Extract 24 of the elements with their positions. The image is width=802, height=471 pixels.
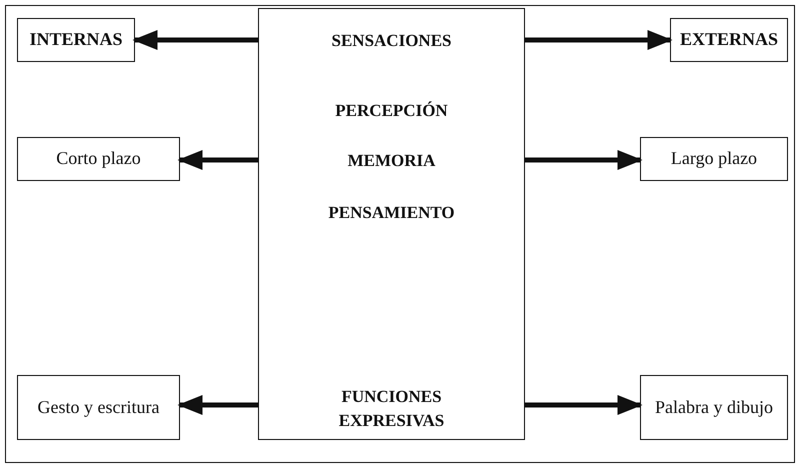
concept-label: PERCEPCIÓN	[334, 100, 449, 122]
box-label: INTERNAS	[28, 28, 124, 52]
concept-box	[17, 375, 180, 440]
arrow	[178, 395, 258, 415]
arrow	[525, 395, 642, 415]
box-label: Corto plazo	[55, 147, 142, 170]
box-label: Palabra y dibujo	[654, 396, 774, 419]
central-box	[258, 8, 525, 440]
concept-label: FUNCIONES EXPRESIVAS	[338, 386, 446, 432]
arrow	[178, 150, 258, 170]
arrow	[525, 150, 642, 170]
concept-label: MEMORIA	[346, 150, 436, 172]
concept-label: PENSAMIENTO	[327, 202, 456, 224]
box-label: Largo plazo	[670, 147, 758, 170]
box-label: EXTERNAS	[678, 28, 780, 52]
concept-box	[17, 18, 135, 62]
concept-box	[670, 18, 788, 62]
concept-label: SENSACIONES	[330, 30, 452, 52]
box-label: Gesto y escritura	[36, 396, 160, 419]
concept-box	[640, 137, 788, 181]
arrow	[525, 30, 672, 50]
concept-box	[17, 137, 180, 181]
arrow	[132, 30, 258, 50]
concept-box	[640, 375, 788, 440]
